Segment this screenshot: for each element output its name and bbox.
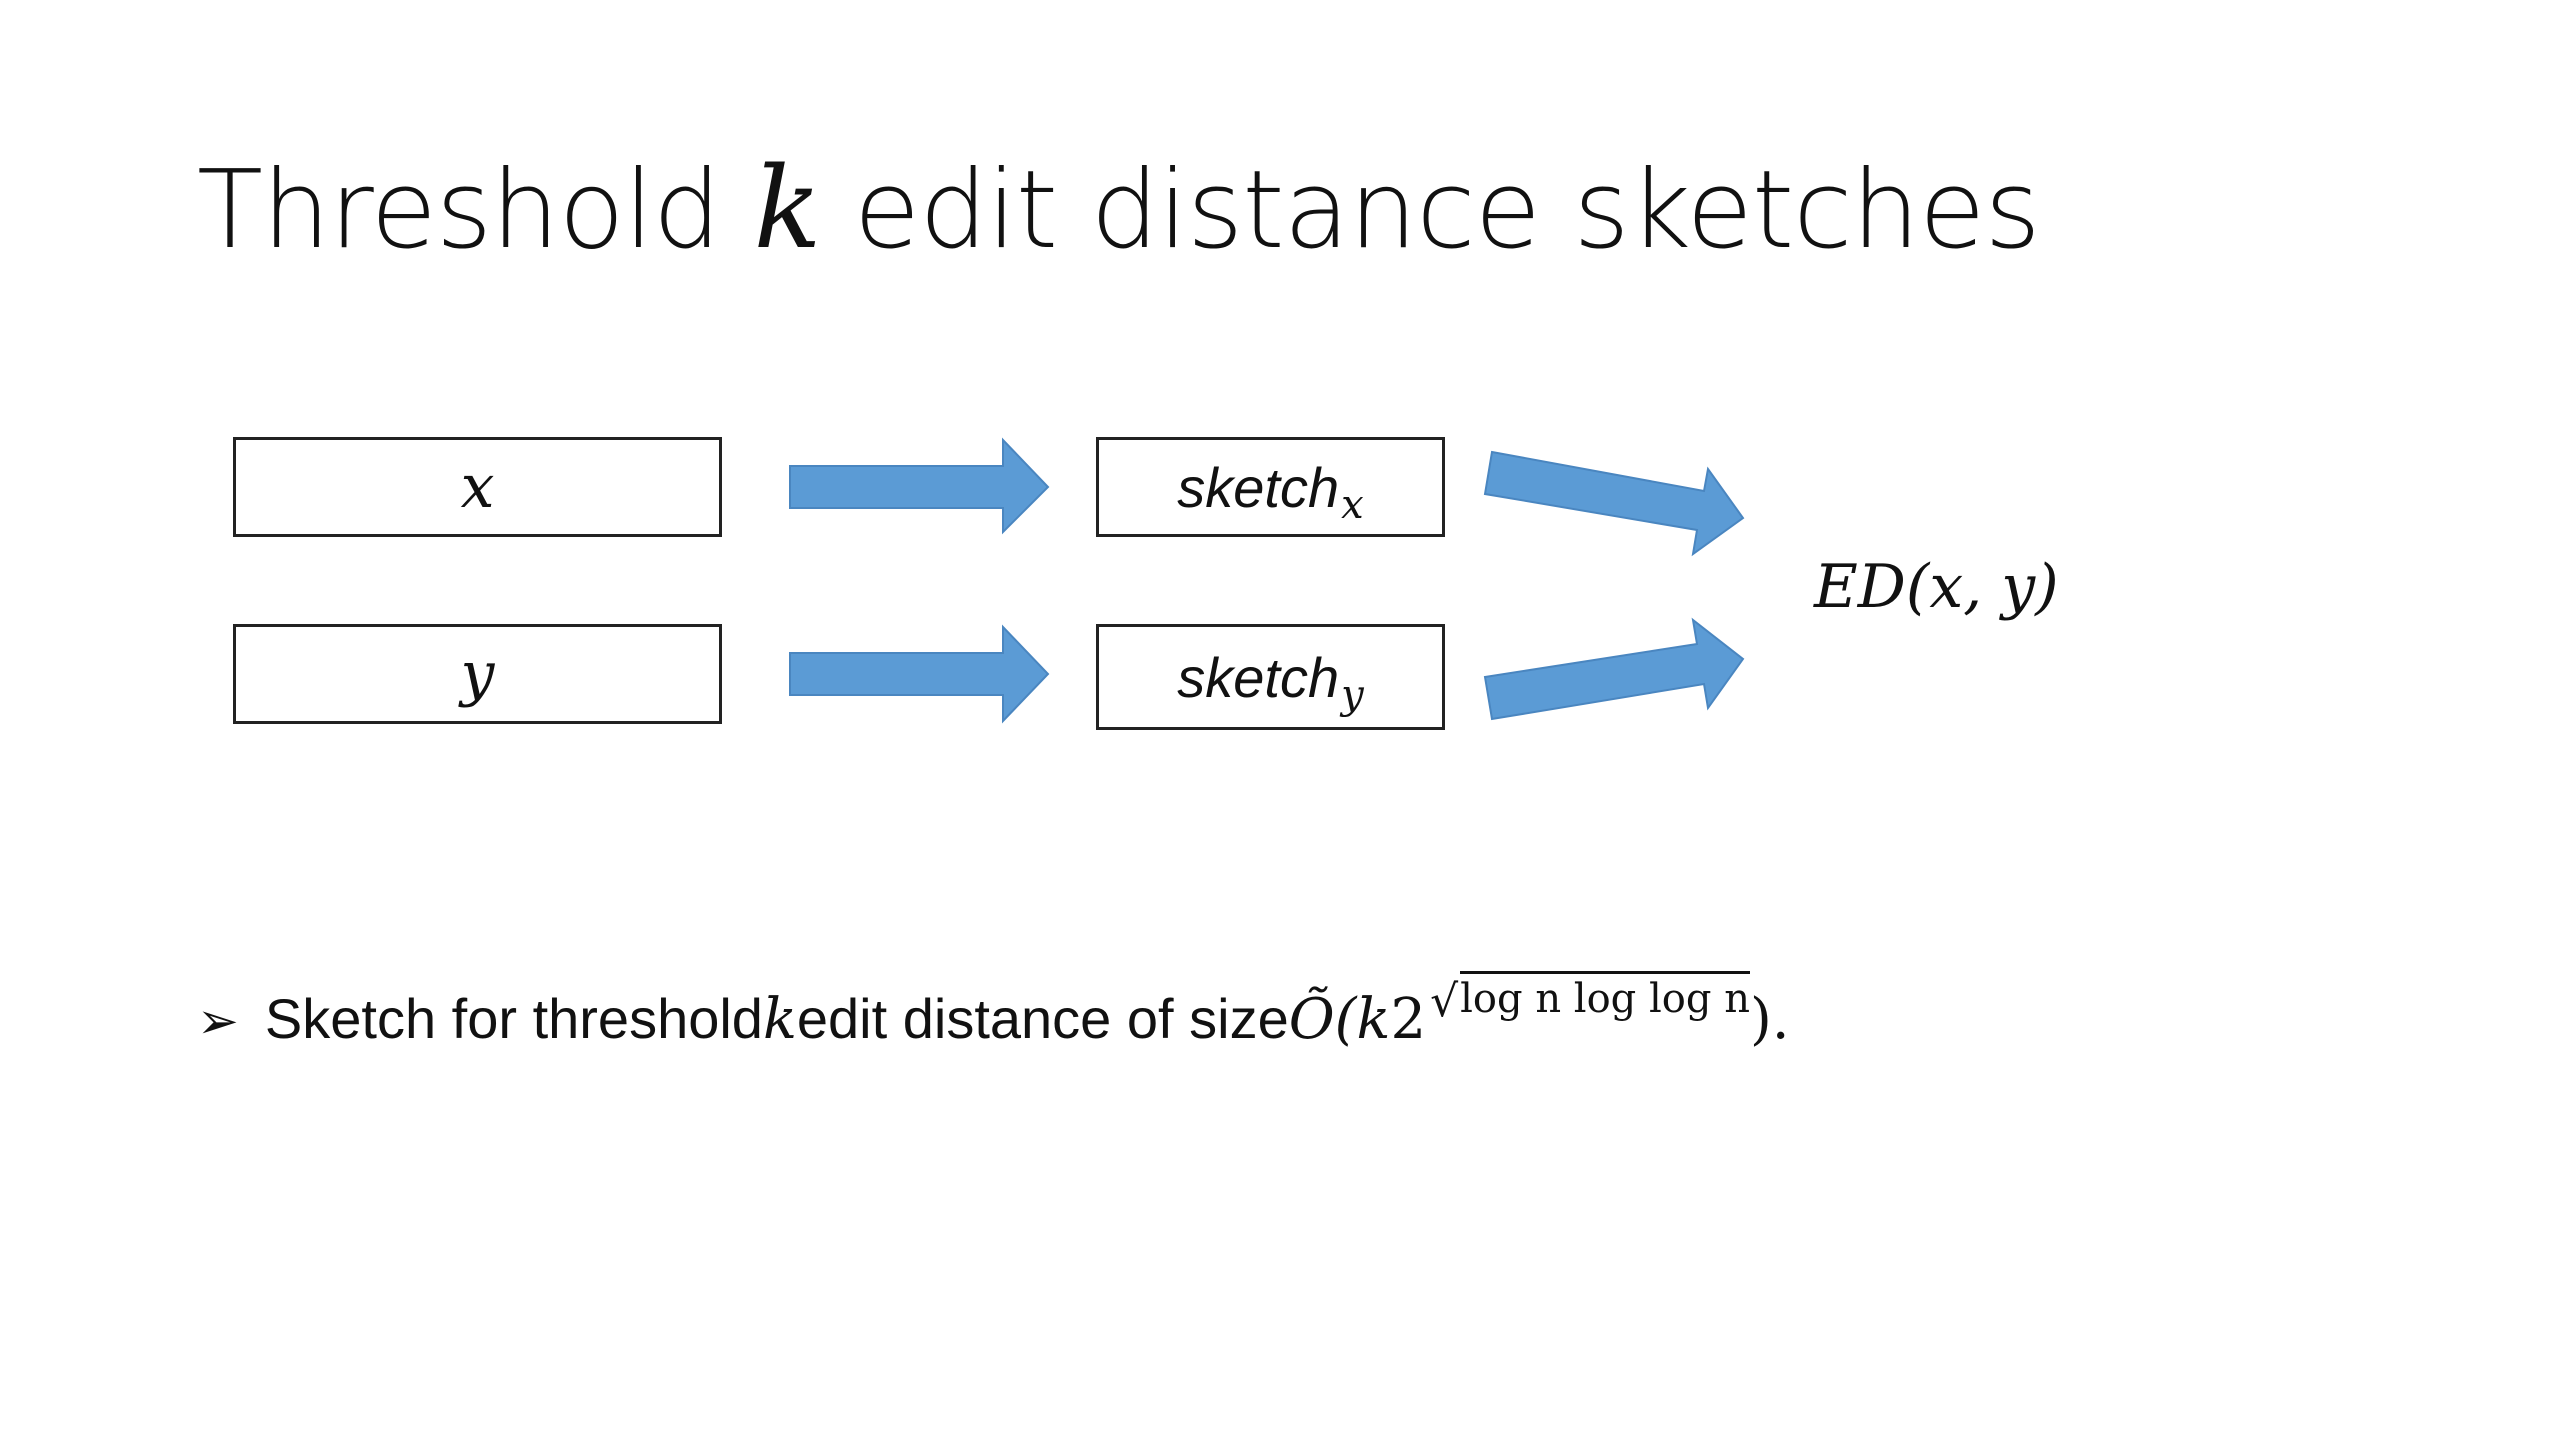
bullet-arrow-icon: ➢ [197, 993, 239, 1049]
edit-distance-output: ED(x, y) [1814, 552, 2059, 622]
sketch-x-subscript: x [1341, 482, 1364, 528]
arrow-x-to-sketch-x [789, 437, 1050, 535]
input-y-label: y [460, 639, 495, 709]
bullet-math-k: k [762, 987, 797, 1052]
arrow-sketch-y-to-ed [1483, 617, 1745, 721]
arrow-sketch-x-to-ed [1483, 450, 1745, 557]
arrow-y-to-sketch-y [789, 624, 1050, 724]
bullet-exponent: log n log log n [1460, 971, 1750, 1022]
slide-title: Threshold k edit distance sketches [197, 147, 2041, 273]
title-suffix: edit distance sketches [820, 148, 2041, 273]
title-prefix: Threshold [197, 148, 754, 273]
bullet-math-k2: k [1356, 987, 1391, 1052]
input-box-y: y [233, 624, 722, 724]
sketch-y-subscript: y [1341, 672, 1364, 718]
bullet-big-o: Õ( [1288, 987, 1357, 1052]
bullet-close: ). [1749, 987, 1790, 1052]
sketch-y-label: sketch [1177, 645, 1340, 709]
title-math-k: k [753, 144, 822, 274]
sketch-x-label: sketch [1177, 455, 1340, 519]
bullet-radical: √ [1430, 976, 1459, 1027]
bullet-point: ➢ Sketch for threshold k edit distance o… [197, 971, 1790, 1052]
input-box-x: x [233, 437, 722, 537]
input-x-label: x [460, 452, 495, 522]
bullet-math-two: 2 [1390, 987, 1427, 1052]
bullet-text-2: edit distance of size [796, 987, 1289, 1050]
bullet-text-1: Sketch for threshold [264, 987, 763, 1050]
